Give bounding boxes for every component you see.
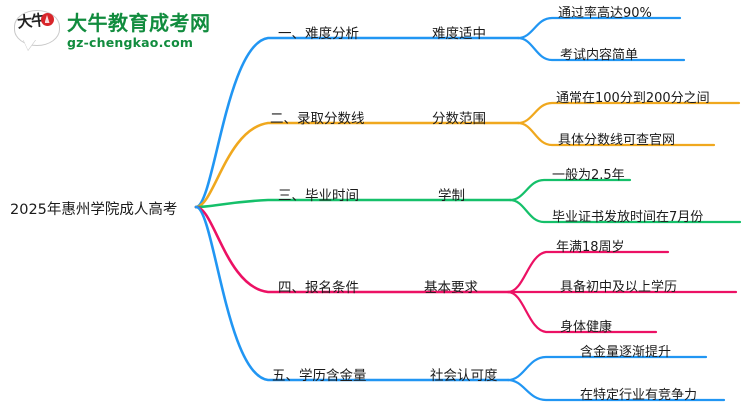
child-node-4: 基本要求: [424, 280, 478, 296]
logo-subtitle-url: gz-chengkao.com: [67, 34, 194, 50]
leaf-node-2-2: 具体分数线可查官网: [558, 133, 676, 148]
leaf-node-4-1: 年满18周岁: [556, 240, 625, 255]
branch-node-5: 五、学历含金量: [272, 368, 367, 384]
branch-line-1: [194, 36, 520, 209]
logo-bubble-tail: [23, 39, 36, 50]
leaf-node-3-1: 一般为2.5年: [552, 168, 625, 183]
leaf-node-2-1: 通常在100分到200分之间: [556, 91, 710, 106]
child-node-1: 难度适中: [432, 26, 486, 42]
fork-line-1b: [516, 36, 686, 62]
fork-line-2b: [516, 121, 716, 147]
mindmap-root-node: 2025年惠州学院成人高考: [10, 202, 178, 218]
child-node-5: 社会认可度: [430, 368, 498, 384]
child-node-3: 学制: [438, 188, 465, 204]
branch-node-3: 三、毕业时间: [278, 188, 359, 204]
fork-line-4a: [506, 250, 670, 294]
fork-line-2a: [516, 101, 741, 125]
branch-node-1: 一、难度分析: [278, 26, 359, 42]
leaf-node-5-1: 含金量逐渐提升: [580, 345, 672, 360]
logo-text-block: 大牛教育成考网 gz-chengkao.com: [67, 13, 211, 50]
leaf-node-3-2: 毕业证书发放时间在7月份: [552, 210, 704, 225]
fork-line-4c: [506, 290, 658, 334]
fork-line-1a: [516, 16, 682, 40]
branch-line-3: [194, 198, 512, 209]
fork-line-5b: [506, 378, 726, 402]
child-node-2: 分数范围: [432, 111, 486, 127]
fork-line-3a: [508, 178, 632, 202]
branch-line-2: [194, 121, 520, 209]
leaf-node-1-2: 考试内容简单: [560, 48, 639, 63]
leaf-node-5-2: 在特定行业有竞争力: [580, 388, 698, 403]
branch-line-5: [194, 205, 510, 382]
logo-mark-icon: 大牛: [14, 10, 60, 52]
fork-line-5a: [506, 355, 708, 382]
fork-line-3b: [508, 198, 742, 224]
branch-line-4: [194, 205, 510, 294]
leaf-node-4-2: 具备初中及以上学历: [560, 280, 678, 295]
site-logo: 大牛 大牛教育成考网 gz-chengkao.com: [14, 10, 211, 52]
leaf-node-1-1: 通过率高达90%: [558, 6, 652, 21]
logo-red-dot-icon: [41, 13, 54, 26]
branch-node-2: 二、录取分数线: [270, 111, 365, 127]
leaf-node-4-3: 身体健康: [560, 320, 613, 335]
branch-node-4: 四、报名条件: [278, 280, 359, 296]
logo-title: 大牛教育成考网: [67, 10, 211, 35]
